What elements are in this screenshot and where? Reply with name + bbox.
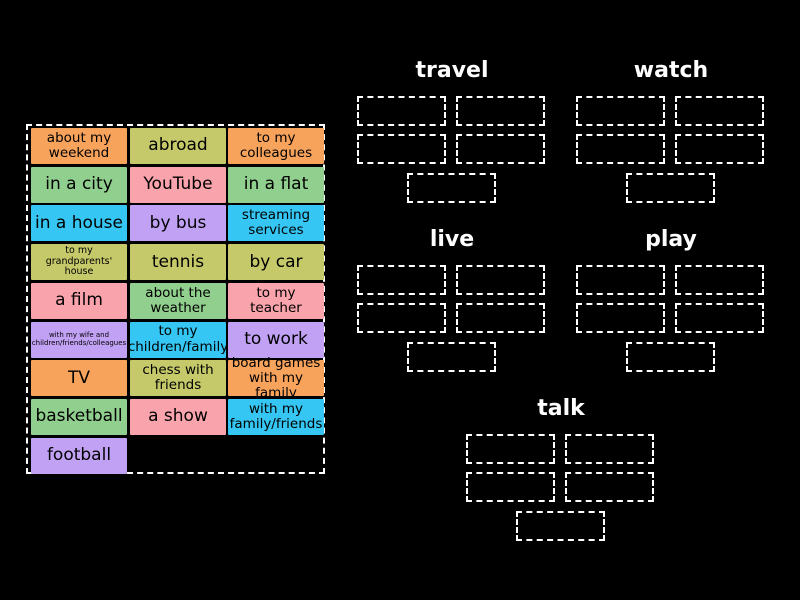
drop-slot[interactable] [407,342,496,372]
drop-slot[interactable] [357,303,446,333]
drop-slot[interactable] [576,265,665,295]
drop-slot[interactable] [675,265,764,295]
drop-slot[interactable] [675,96,764,126]
word-tile[interactable]: in a city [31,166,127,203]
drop-slot[interactable] [456,134,545,164]
drop-slot[interactable] [456,303,545,333]
drop-slot[interactable] [576,303,665,333]
word-tile[interactable]: about the weather [130,282,226,319]
word-tile[interactable]: in a flat [228,166,324,203]
drop-slot[interactable] [357,96,446,126]
word-tile[interactable]: with my wife and children/friends/collea… [31,321,127,358]
drop-slot[interactable] [456,265,545,295]
drop-slot[interactable] [675,303,764,333]
drop-slot[interactable] [675,134,764,164]
drop-slot[interactable] [576,96,665,126]
drop-slot[interactable] [456,96,545,126]
drop-slot[interactable] [357,265,446,295]
group-title-talk: talk [537,396,585,421]
group-title-live: live [429,227,475,252]
drop-slot[interactable] [466,472,555,502]
word-tile[interactable]: basketball [31,398,127,435]
word-tile[interactable]: streaming services [228,205,324,242]
word-tile[interactable]: to my teacher [228,282,324,319]
word-tile[interactable]: to my colleagues [228,128,324,164]
drop-slot[interactable] [626,173,715,203]
word-tile[interactable]: with my family/friends [228,398,324,435]
group-title-play: play [645,227,697,252]
drop-slot[interactable] [565,472,654,502]
group-title-watch: watch [633,58,709,83]
word-tile[interactable]: to my grandparents' house [31,244,127,281]
drop-slot[interactable] [407,173,496,203]
word-tile[interactable]: about my weekend [31,128,127,164]
word-tile[interactable]: TV [31,360,127,397]
word-tile[interactable]: a show [130,398,226,435]
word-tile[interactable]: chess with friends [130,360,226,397]
word-tile[interactable]: football [31,437,127,474]
drop-slot[interactable] [626,342,715,372]
drop-slot[interactable] [466,434,555,464]
drop-slot[interactable] [576,134,665,164]
word-tile[interactable]: to work [228,321,324,358]
word-tile[interactable]: board games with my family [228,355,324,400]
word-tile[interactable]: in a house [31,205,127,242]
word-tile[interactable]: tennis [130,244,226,281]
drop-slot[interactable] [565,434,654,464]
word-tile[interactable]: YouTube [130,166,226,203]
group-title-travel: travel [415,58,489,83]
word-tile[interactable]: by bus [130,205,226,242]
word-tile[interactable]: a film [31,282,127,319]
word-tile[interactable]: abroad [130,128,226,164]
word-tile[interactable]: to my children/family [128,321,228,358]
drop-slot[interactable] [357,134,446,164]
word-tile[interactable]: by car [228,244,324,281]
drop-slot[interactable] [516,511,605,541]
